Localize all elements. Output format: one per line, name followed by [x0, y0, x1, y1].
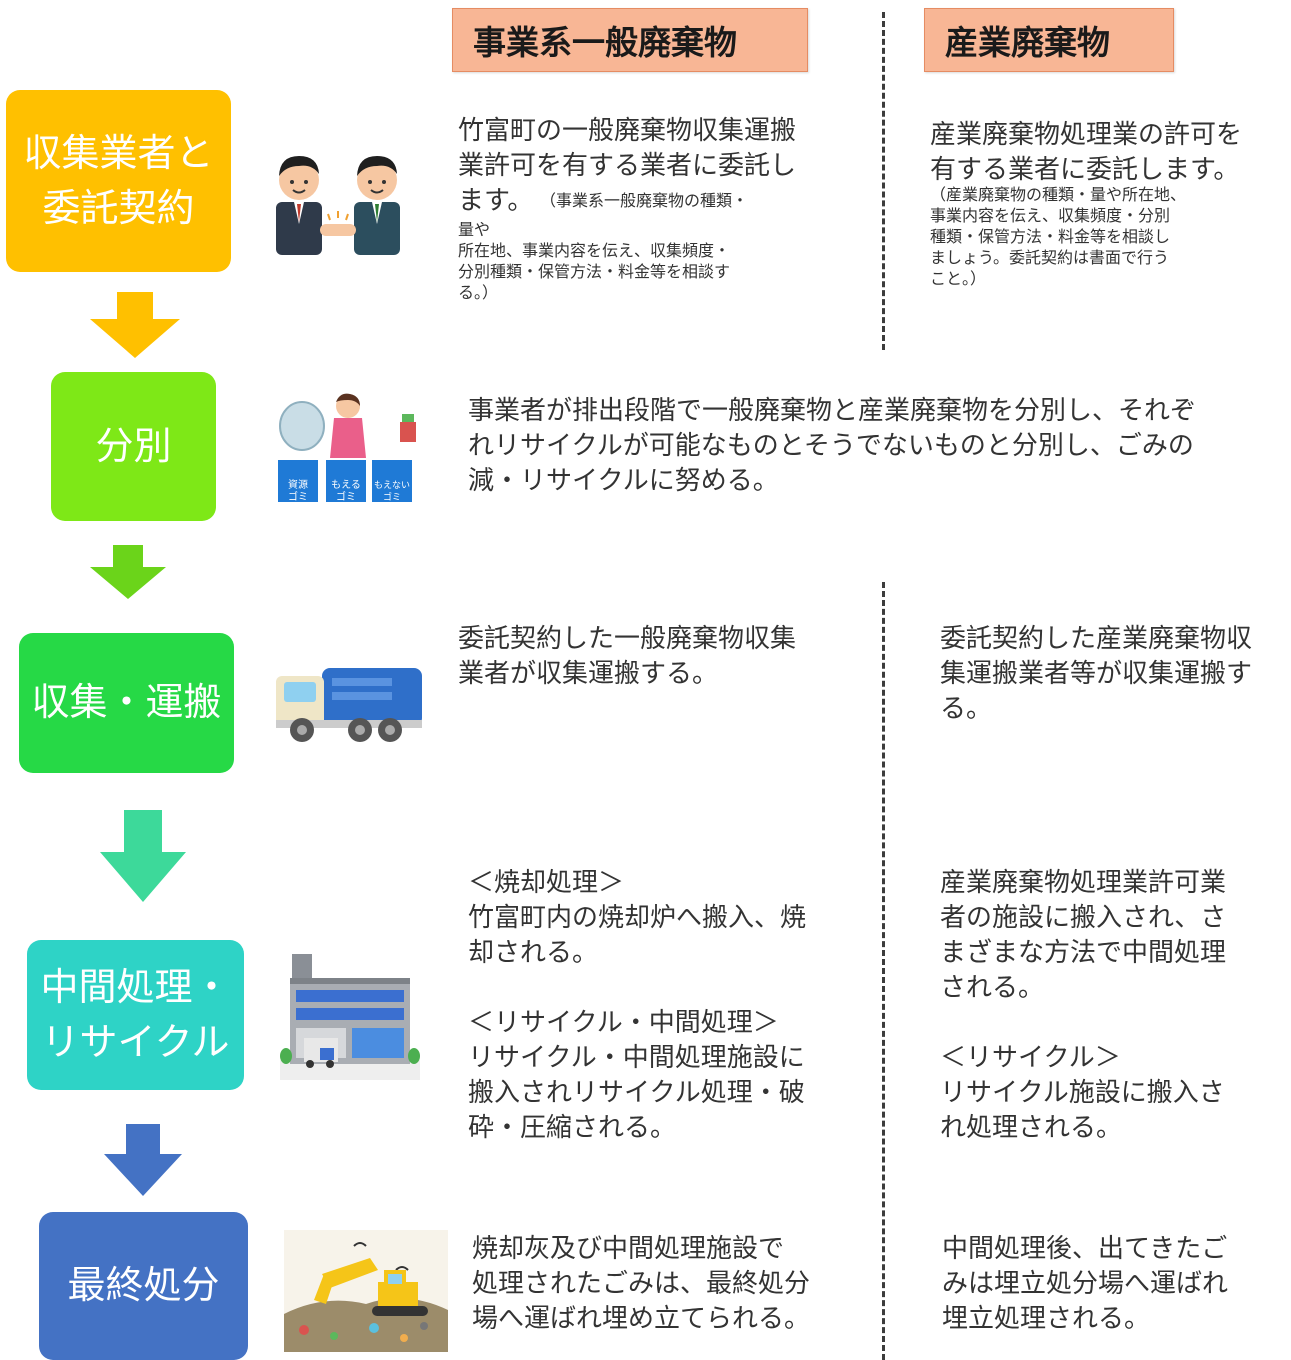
- garbage-truck-illustration: [276, 668, 422, 742]
- contract-industrial-note: （産業廃棄物の種類・量や所在地、 事業内容を伝え、収集頻度・分別 種類・保管方法…: [930, 185, 1187, 288]
- column-divider-top: [882, 12, 885, 350]
- intermediate-industrial: 産業廃棄物処理業許可業 者の施設に搬入され、さ まざまな方法で中間処理 される。…: [940, 868, 1227, 1143]
- factory-illustration: [280, 954, 420, 1080]
- step-sorting: 分別: [51, 372, 216, 521]
- bin-nonburnable-label: もえない ゴミ: [373, 481, 410, 503]
- step-sorting-label: 分別: [95, 423, 172, 468]
- sorting-text: 事業者が排出段階で一般廃棄物と産業廃棄物を分別し、それぞ れリサイクルが可能なも…: [468, 396, 1197, 496]
- step-final: 最終処分: [39, 1212, 248, 1360]
- step-contract-label: 収集業者と 委託契約: [23, 130, 214, 230]
- businessman-left: [276, 156, 322, 255]
- arrow-down-1: [90, 292, 180, 358]
- step-intermediate-label: 中間処理・ リサイクル: [40, 964, 231, 1064]
- header-industrial-waste-label: 産業廃棄物: [945, 23, 1110, 62]
- final-industrial: 中間処理後、出てきたご みは埋立処分場へ運ばれ 埋立処理される。: [942, 1234, 1229, 1334]
- final-general: 焼却灰及び中間処理施設で 処理されたごみは、最終処分 場へ運ばれ埋め立てられる。: [472, 1234, 811, 1334]
- step-contract: 収集業者と 委託契約: [6, 90, 231, 272]
- contract-general-main: 竹富町の一般廃棄物収集運搬 業許可を有する業者に委託し ます。: [458, 116, 797, 216]
- step-final-label: 最終処分: [67, 1263, 220, 1308]
- contract-general-note-inline: （事業系一般廃棄物の種類・: [540, 191, 749, 210]
- arrow-down-4: [104, 1124, 182, 1196]
- arrow-down-3: [100, 810, 186, 902]
- bin-nonburnable: もえない ゴミ: [372, 460, 412, 503]
- sorting-illustration: 資源 ゴミ もえる ゴミ もえない ゴミ: [270, 388, 420, 503]
- bin-resource: 資源 ゴミ: [278, 460, 318, 503]
- collection-general: 委託契約した一般廃棄物収集 業者が収集運搬する。: [458, 624, 797, 689]
- contract-general-note: 量や 所在地、事業内容を伝え、収集頻度・ 分別種類・保管方法・料金等を相談す る…: [458, 220, 731, 302]
- step-collection: 収集・運搬: [19, 633, 234, 773]
- contract-industrial-main: 産業廃棄物処理業の許可を 有する業者に委託します。: [930, 120, 1243, 185]
- bin-burnable-label: もえる ゴミ: [331, 480, 361, 503]
- handshake-illustration: [276, 156, 400, 255]
- step-collection-label: 収集・運搬: [31, 680, 222, 725]
- bin-burnable: もえる ゴミ: [326, 460, 366, 503]
- header-industrial-waste: 産業廃棄物: [924, 8, 1174, 72]
- header-general-waste: 事業系一般廃棄物: [452, 8, 808, 72]
- businessman-right: [354, 156, 400, 255]
- landfill-illustration: [284, 1230, 448, 1352]
- arrow-down-2: [90, 545, 166, 599]
- intermediate-general: ＜焼却処理＞ 竹富町内の焼却炉へ搬入、焼 却される。 ＜リサイクル・中間処理＞ …: [468, 868, 807, 1143]
- header-general-waste-label: 事業系一般廃棄物: [473, 23, 737, 62]
- sorting-figure: [279, 393, 416, 458]
- step-intermediate: 中間処理・ リサイクル: [27, 940, 244, 1090]
- collection-industrial: 委託契約した産業廃棄物収 集運搬業者等が収集運搬す る。: [940, 624, 1253, 724]
- bin-resource-label: 資源 ゴミ: [288, 480, 308, 503]
- column-divider-bottom: [882, 582, 885, 1360]
